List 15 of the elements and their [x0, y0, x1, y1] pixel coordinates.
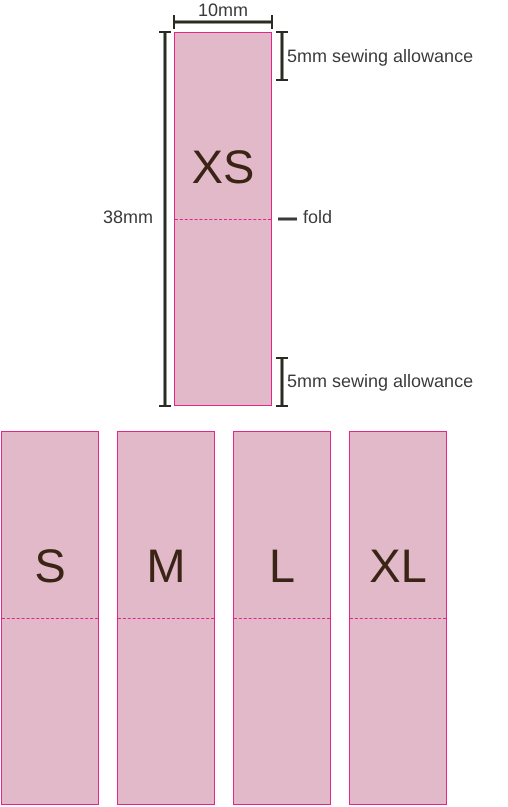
dimension-label: 5mm sewing allowance	[287, 370, 474, 392]
dimension-label: 10mm	[196, 0, 249, 21]
dimension-label: 38mm	[102, 206, 153, 228]
size-label: XL	[368, 542, 428, 589]
size-tag	[349, 431, 447, 805]
size-label: M	[145, 542, 187, 589]
dimension-label: 5mm sewing allowance	[287, 45, 474, 67]
size-label: S	[33, 542, 67, 589]
size-tag	[233, 431, 331, 805]
size-tag	[117, 431, 215, 805]
size-tag	[1, 431, 99, 805]
size-tag	[174, 32, 272, 406]
size-label: XS	[190, 143, 256, 190]
size-label: L	[268, 542, 296, 589]
fold-label: fold	[303, 206, 332, 228]
